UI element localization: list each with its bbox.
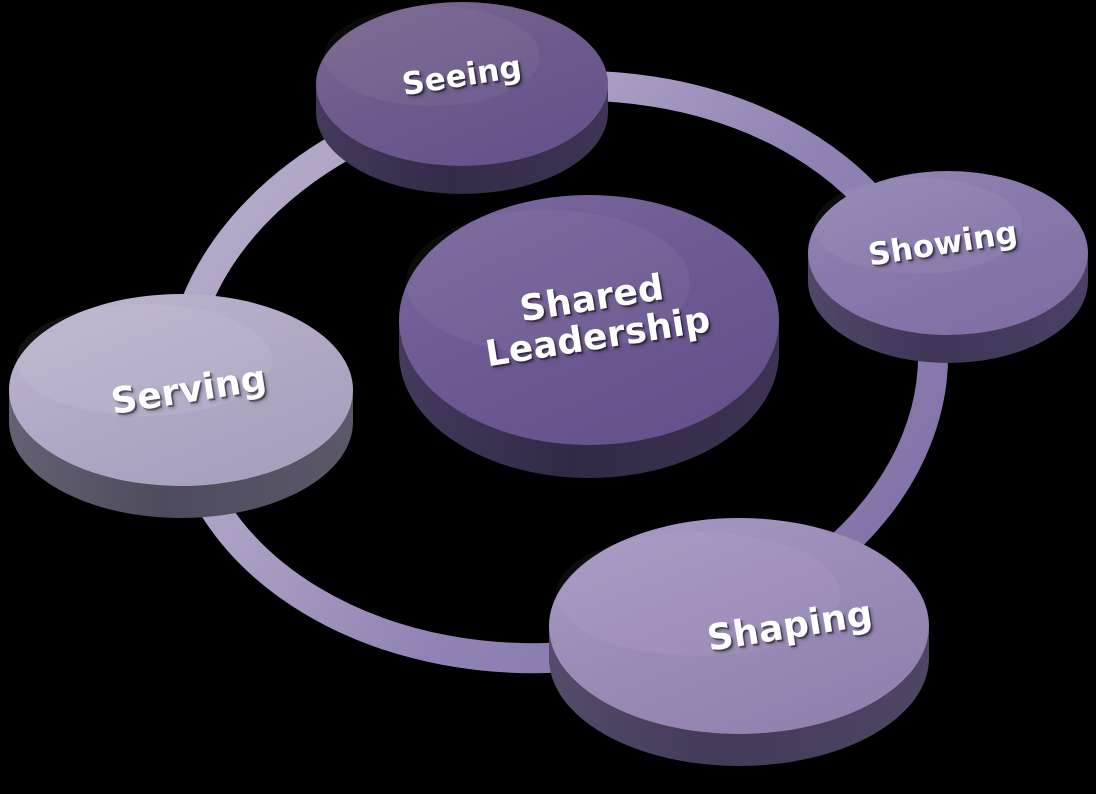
disc-top	[9, 294, 353, 486]
node-serving[interactable]: Serving	[6, 292, 356, 524]
disc-rim	[808, 253, 1088, 363]
disc-highlight	[406, 210, 690, 354]
disc-rim	[316, 84, 608, 194]
disc-rim	[399, 320, 779, 478]
node-showing[interactable]: Showing	[806, 168, 1096, 363]
node-seeing[interactable]: Seeing	[314, 0, 610, 194]
disc-top	[316, 2, 608, 166]
disc-highlight	[16, 304, 272, 416]
disc-top	[399, 195, 779, 445]
node-shared-leadership[interactable]: Shared Leadership	[396, 192, 782, 482]
disc-highlight	[324, 6, 540, 106]
node-shaping[interactable]: Shaping	[546, 516, 934, 772]
disc-rim	[549, 626, 929, 766]
disc-rim	[9, 390, 353, 518]
disc-highlight	[814, 178, 1022, 274]
disc-highlight	[556, 532, 840, 656]
disc-top	[808, 171, 1088, 335]
disc-top	[549, 518, 929, 734]
